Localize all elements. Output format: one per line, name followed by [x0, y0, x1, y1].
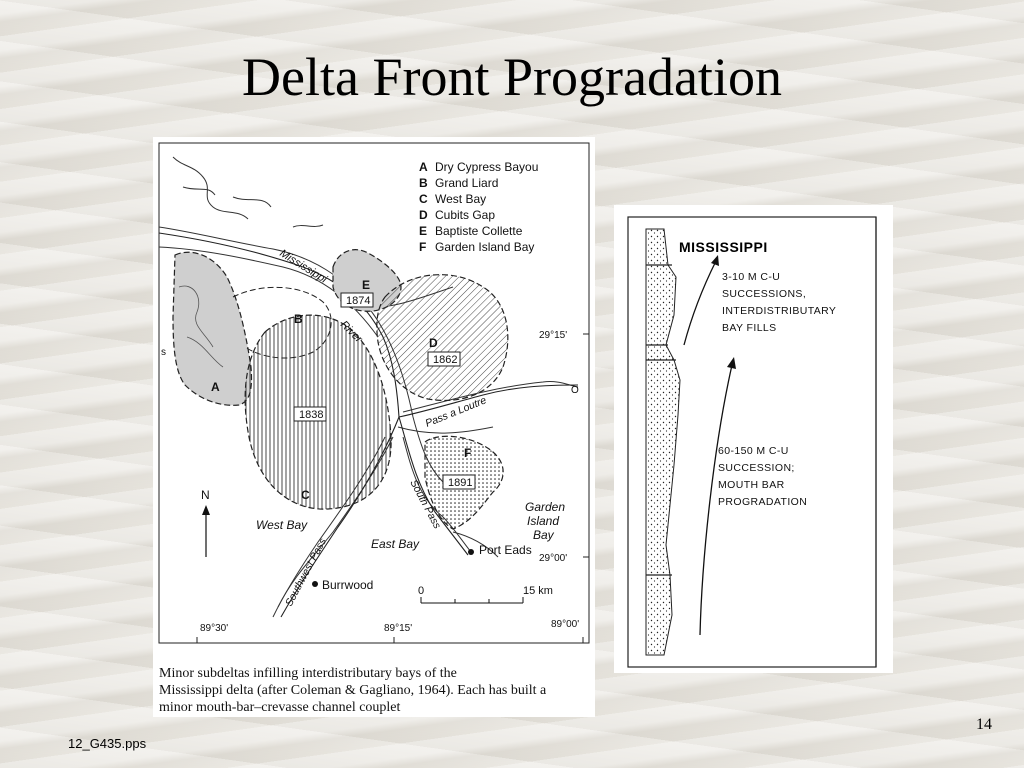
port-eads-marker [468, 549, 474, 555]
label-east-bay: East Bay [371, 537, 420, 551]
year-1891: 1891 [448, 477, 472, 489]
lat-29-15: 29°15' [539, 330, 567, 341]
label-west-bay: West Bay [256, 518, 308, 532]
letter-e: E [362, 278, 370, 292]
lon-89-00: 89°00' [551, 619, 579, 630]
delta-map-figure: 1874 1862 1838 1891 A B C D E F Mississi… [153, 137, 595, 717]
label-burrwood: Burrwood [322, 578, 373, 592]
year-1874: 1874 [346, 295, 370, 307]
year-1838: 1838 [299, 409, 323, 421]
label-island: Island [527, 514, 559, 528]
letter-f: F [464, 446, 471, 460]
page-number: 14 [976, 716, 992, 733]
scale-max: 15 km [523, 585, 553, 597]
scale-bar [420, 597, 524, 604]
stratigraphic-column-figure: MISSISSIPPI 3-10 M C-U SUCCESSIONS, INTE… [614, 205, 893, 673]
column-title: MISSISSIPPI [679, 239, 768, 255]
letter-d: D [429, 336, 438, 350]
right-edge-mark: O [571, 385, 579, 396]
delta-map: 1874 1862 1838 1891 A B C D E F Mississi… [158, 142, 590, 644]
lon-89-30: 89°30' [200, 623, 228, 634]
letter-b: B [294, 312, 303, 326]
label-southwest-pass: Southwest Pass [283, 536, 329, 609]
subdelta-a [172, 251, 253, 406]
year-1862: 1862 [433, 354, 457, 366]
label-garden: Garden [525, 500, 565, 514]
map-caption: Minor subdeltas infilling interdistribut… [159, 666, 547, 715]
burrwood-marker [312, 581, 318, 587]
north-arrow [202, 505, 210, 557]
letter-a: A [211, 380, 220, 394]
lat-29-00: 29°00' [539, 553, 567, 564]
north-label: N [201, 488, 210, 502]
subdelta-d [376, 274, 509, 401]
upper-note: 3-10 M C-U SUCCESSIONS, INTERDISTRIBUTAR… [722, 271, 837, 334]
slide-title: Delta Front Progradation [242, 47, 782, 107]
lower-note: 60-150 M C-U SUCCESSION; MOUTH BAR PROGR… [718, 445, 808, 508]
scale-zero: 0 [418, 585, 424, 597]
label-bay: Bay [533, 528, 555, 542]
letter-c: C [301, 488, 310, 502]
footer-filename: 12_G435.pps [68, 736, 147, 751]
label-port-eads: Port Eads [479, 543, 532, 557]
left-edge-mark: s [161, 347, 166, 358]
subdelta-b [232, 286, 332, 359]
year-boxes [293, 292, 476, 490]
stratigraphic-column [627, 216, 877, 668]
lon-89-15: 89°15' [384, 623, 412, 634]
